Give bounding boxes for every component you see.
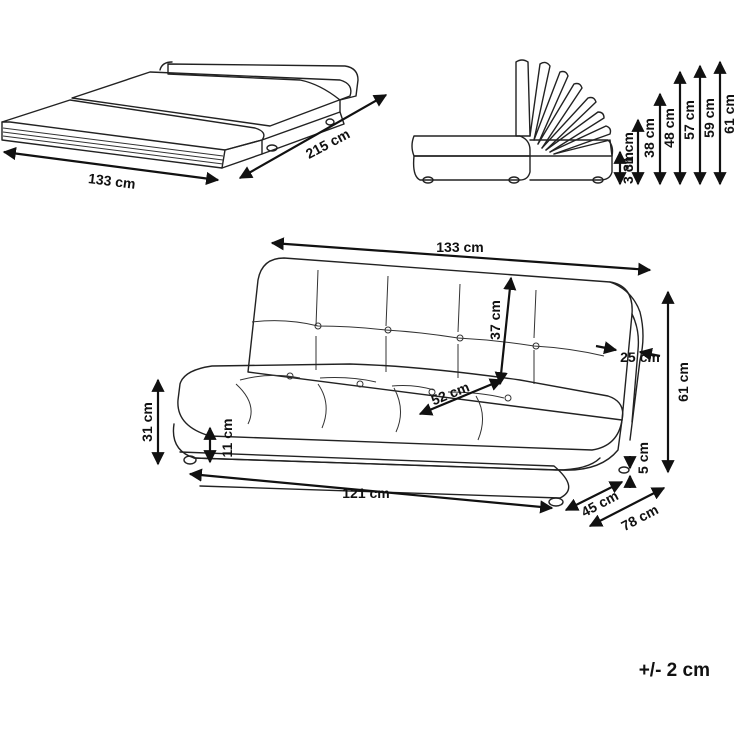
recline-height-label-1: 3 cm (620, 152, 636, 184)
backrest-height-label: 37 cm (487, 300, 503, 340)
seat-depth-label: 52 cm (429, 379, 472, 409)
recline-side-illustration (411, 59, 614, 184)
seat-height-label: 31 cm (139, 402, 155, 442)
arm-width-dimension: 25 cm (595, 341, 661, 365)
unfolded-width-label: 133 cm (87, 170, 136, 192)
cushion-thickness-dimension: 11 cm (203, 419, 235, 464)
total-depth-label: 78 cm (618, 501, 661, 534)
leg-height-dimension: 5 cm (623, 442, 651, 488)
leg-height-label: 5 cm (635, 442, 651, 474)
tolerance-note: +/- 2 cm (639, 660, 710, 681)
unfolded-width-dimension: 133 cm (2, 146, 220, 192)
unfolded-length-dimension: 215 cm (238, 94, 388, 179)
recline-height-label-6: 59 cm (701, 98, 717, 138)
arm-width-label: 25 cm (620, 349, 660, 365)
sofa-illustration (172, 257, 644, 507)
recline-height-label-4: 48 cm (661, 108, 677, 148)
recline-height-label-5: 57 cm (681, 100, 697, 140)
recline-heights-dimensions: 3 cm 31 cm 38 cm 48 cm 57 cm 59 cm 61 cm (613, 60, 736, 186)
total-height-dimension: 61 cm (661, 290, 691, 474)
total-height-label: 61 cm (675, 362, 691, 402)
seat-height-dimension: 31 cm (139, 378, 165, 466)
sofa-width-label: 133 cm (436, 239, 483, 255)
unfolded-length-label: 215 cm (303, 125, 352, 161)
base-width-dimension: 121 cm (188, 468, 554, 514)
base-width-label: 121 cm (342, 485, 389, 501)
backrest-height-dimension: 37 cm (487, 276, 517, 386)
seat-depth-dimension: 52 cm (418, 378, 504, 416)
recline-height-label-7: 61 cm (721, 94, 736, 134)
recline-height-label-2: 31 cm (620, 132, 636, 172)
recline-height-label-3: 38 cm (641, 118, 657, 158)
sofa-width-dimension: 133 cm (270, 237, 652, 276)
cushion-thickness-label: 11 cm (219, 419, 235, 458)
